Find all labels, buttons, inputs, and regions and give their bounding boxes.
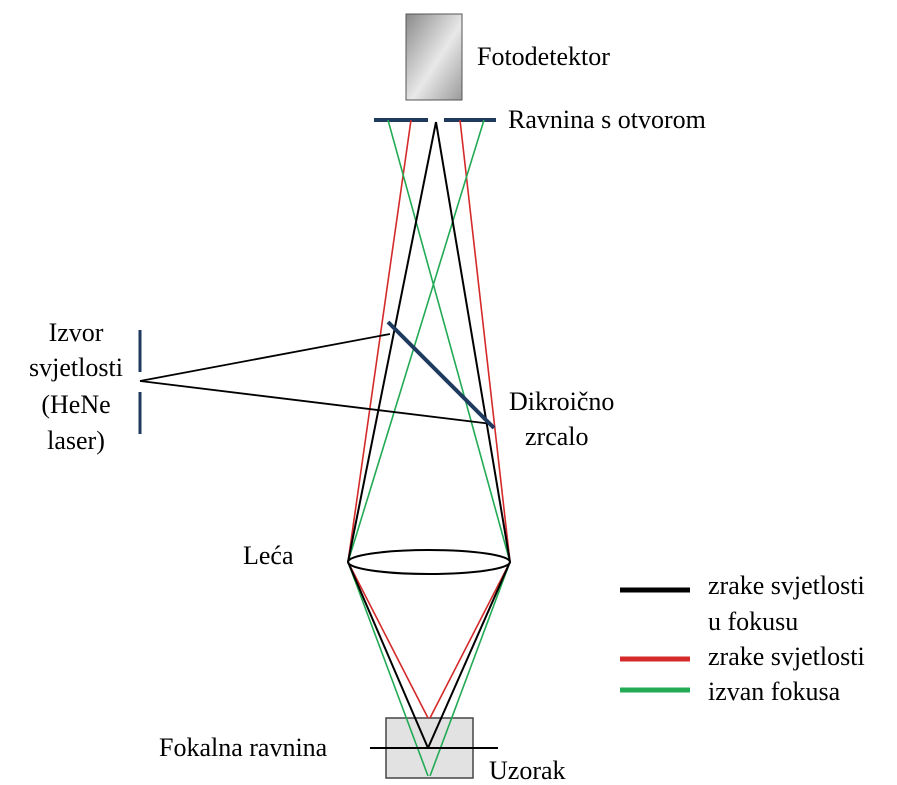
dichroic-mirror-label-1: Dikroično	[509, 387, 614, 416]
out-of-focus-rays-green	[347, 119, 511, 777]
legend: zrake svjetlosti u fokusu zrake svjetlos…	[620, 571, 865, 706]
light-source-label-4: laser)	[47, 426, 105, 455]
legend-in-focus-line-2: u fokusu	[708, 607, 798, 636]
legend-out-of-focus-line-1: zrake svjetlosti	[708, 642, 865, 671]
light-source-label-1: Izvor	[49, 318, 104, 347]
lens-label: Leća	[243, 541, 294, 570]
laser-beam	[139, 333, 493, 425]
legend-in-focus-line-1: zrake svjetlosti	[708, 571, 865, 600]
dichroic-mirror-label-2: zrcalo	[525, 422, 589, 451]
pinhole-plane-label: Ravnina s otvorom	[508, 105, 706, 134]
out-of-focus-rays-red	[347, 119, 511, 719]
dichroic-mirror	[386, 320, 496, 430]
sample-label: Uzorak	[489, 756, 566, 785]
focal-plane-label: Fokalna ravnina	[159, 733, 328, 762]
legend-out-of-focus-line-2: izvan fokusa	[708, 677, 841, 706]
lens	[347, 549, 511, 575]
photodetector-label: Fotodetektor	[477, 42, 610, 71]
in-focus-rays	[347, 121, 511, 749]
light-source-label-3: (HeNe	[41, 390, 110, 419]
photodetector-block	[405, 13, 463, 101]
light-source-label-2: svjetlosti	[29, 353, 123, 382]
